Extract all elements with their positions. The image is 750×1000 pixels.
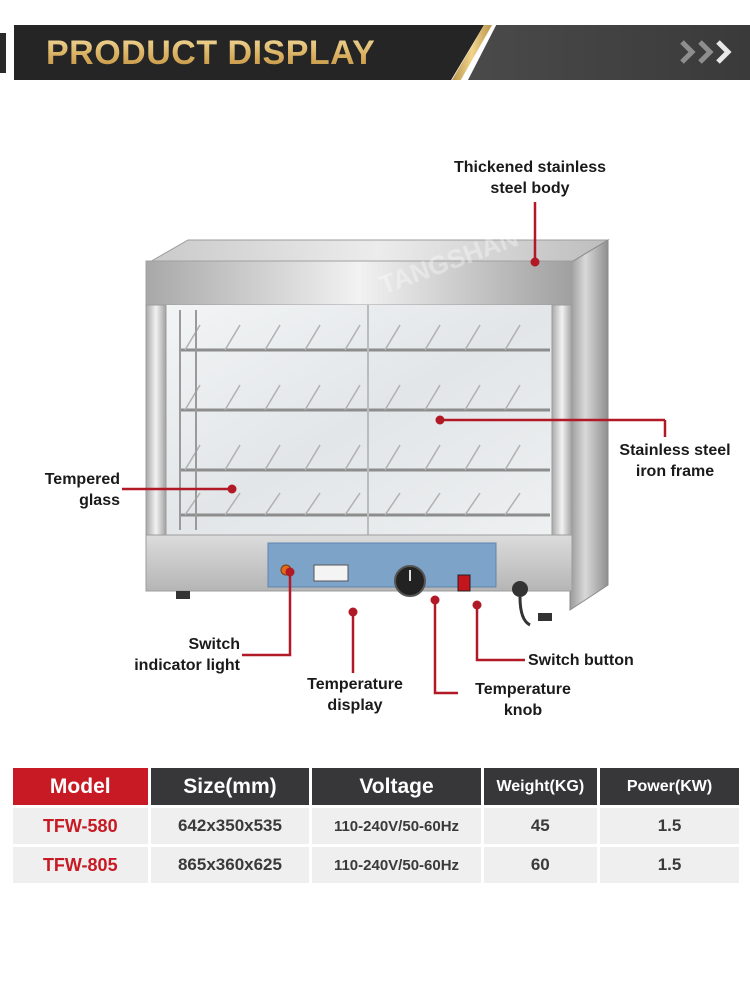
- callout-steel-body-line2: steel body: [490, 180, 570, 197]
- cell-size: 865x360x625: [150, 847, 310, 883]
- cell-weight: 60: [483, 847, 598, 883]
- header-weight: Weight(KG): [483, 768, 598, 805]
- callout-steel-body: Thickened stainless steel body: [430, 157, 630, 199]
- table-row: TFW-805 865x360x625 110-240V/50-60Hz 60 …: [13, 847, 739, 883]
- banner-dark-panel: [14, 25, 484, 80]
- cell-weight: 45: [483, 808, 598, 844]
- callout-temperature-display-line2: display: [327, 697, 383, 714]
- table-row: TFW-580 642x350x535 110-240V/50-60Hz 45 …: [13, 808, 739, 844]
- callout-temperature-knob-line2: knob: [503, 702, 543, 719]
- header-model: Model: [13, 768, 148, 805]
- header-power: Power(KW): [600, 768, 739, 805]
- cell-voltage: 110-240V/50-60Hz: [312, 808, 481, 844]
- banner-grey-panel: [468, 25, 750, 80]
- callout-temperature-display: Temperature display: [290, 674, 420, 716]
- food-warmer-cabinet-illustration: TANGSHAN: [145, 225, 610, 627]
- callout-indicator-light-line2: indicator light: [134, 657, 240, 674]
- spec-table-header-row: Model Size(mm) Voltage Weight(KG) Power(…: [13, 768, 739, 805]
- callout-iron-frame-line2: iron frame: [635, 463, 715, 480]
- callout-iron-frame-line1: Stainless steel: [619, 442, 731, 459]
- callout-temperature-knob-line1: Temperature: [475, 681, 571, 698]
- cell-power: 1.5: [600, 847, 739, 883]
- callout-steel-body-line1: Thickened stainless: [453, 159, 607, 176]
- page-title: PRODUCT DISPLAY: [46, 31, 375, 75]
- header-banner: PRODUCT DISPLAY: [0, 25, 750, 80]
- callout-indicator-light-line1: Switch: [188, 636, 240, 653]
- cell-size: 642x350x535: [150, 808, 310, 844]
- callout-tempered-glass-line1: Tempered: [44, 471, 120, 488]
- callout-tempered-glass-line2: glass: [79, 492, 120, 509]
- cell-power: 1.5: [600, 808, 739, 844]
- callout-temperature-knob: Temperature knob: [458, 679, 588, 721]
- cell-voltage: 110-240V/50-60Hz: [312, 847, 481, 883]
- callout-tempered-glass: Tempered glass: [20, 469, 120, 511]
- callout-indicator-light: Switch indicator light: [100, 634, 240, 676]
- cell-model: TFW-805: [13, 847, 148, 883]
- callout-iron-frame: Stainless steel iron frame: [600, 440, 750, 482]
- header-voltage: Voltage: [312, 768, 481, 805]
- triple-chevron-right-icon: [680, 40, 732, 64]
- header-size: Size(mm): [150, 768, 310, 805]
- banner-stub: [0, 33, 6, 73]
- cell-model: TFW-580: [13, 808, 148, 844]
- callout-temperature-display-line1: Temperature: [307, 676, 403, 693]
- spec-table: Model Size(mm) Voltage Weight(KG) Power(…: [10, 765, 742, 886]
- callout-switch-button: Switch button: [528, 652, 634, 669]
